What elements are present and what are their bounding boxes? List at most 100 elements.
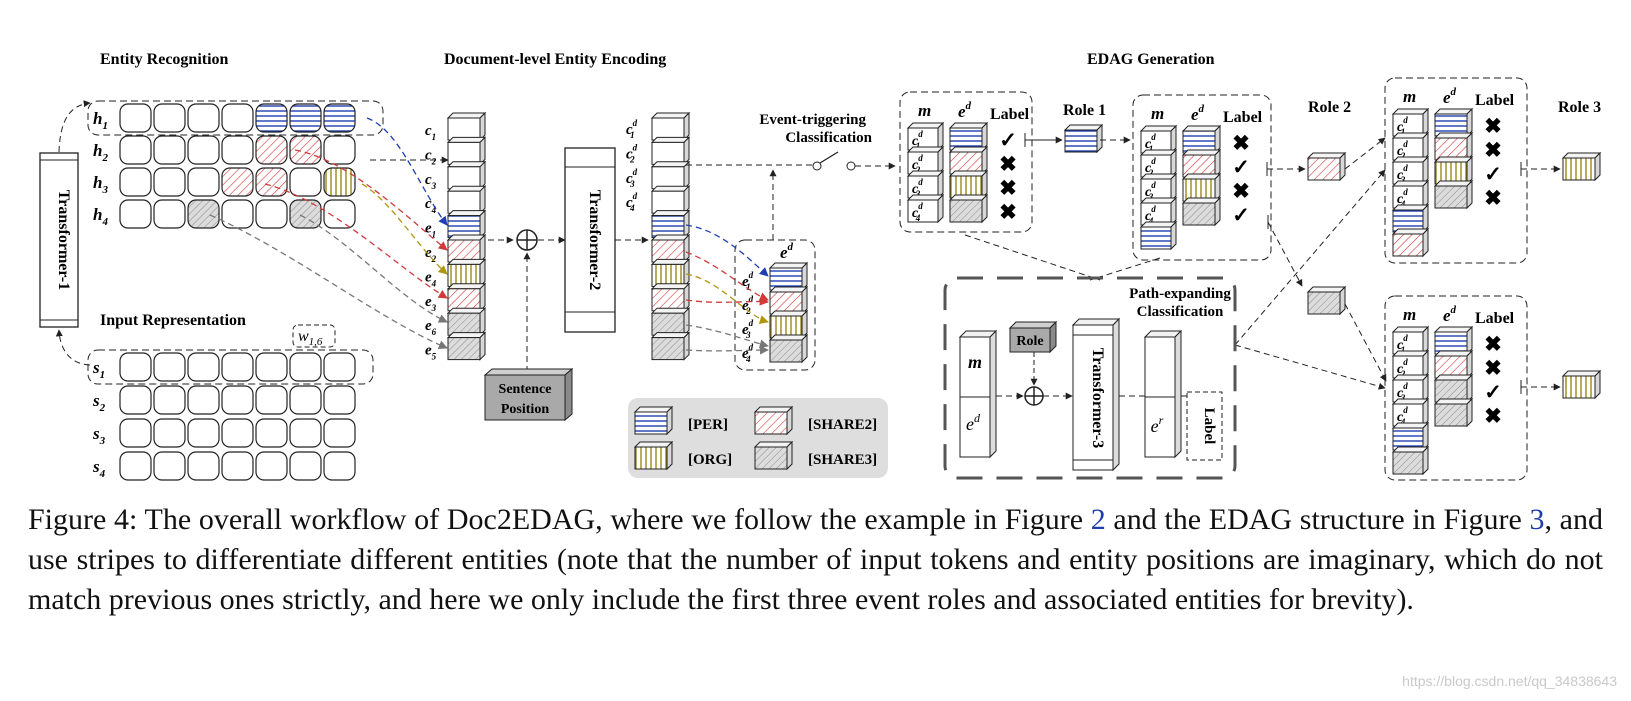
h-token-cell <box>323 103 356 133</box>
s-token-cell <box>323 451 356 481</box>
c-label-1: c1 <box>425 123 436 142</box>
h-token-cell <box>119 103 152 133</box>
h-token-cell <box>153 167 186 197</box>
s-token-cell <box>289 451 322 481</box>
label-mark: ✖ <box>999 152 1017 176</box>
plus-operator-2-icon <box>1024 386 1044 406</box>
label-mark: ✖ <box>1484 332 1502 356</box>
h-token-cell <box>187 135 220 165</box>
label-mark: ✖ <box>1484 356 1502 380</box>
caption-text-3: , and use stripes to differentiate diffe… <box>28 503 1603 616</box>
figure-caption: Figure 4: The overall workflow of Doc2ED… <box>28 500 1603 620</box>
role2-entity-cube-a <box>1306 151 1347 182</box>
role-3-label: Role 3 <box>1558 99 1601 116</box>
label-mark: ✓ <box>999 128 1017 152</box>
role-1-label: Role 1 <box>1063 102 1106 119</box>
ce-cell <box>446 184 487 215</box>
entity-recognition-title: Entity Recognition <box>100 51 229 68</box>
ce-cell <box>446 136 487 166</box>
label-mark: ✓ <box>1484 162 1502 186</box>
role-entity-cubes <box>1063 123 1602 400</box>
role-embed-block: Role <box>1008 320 1058 354</box>
h-token-cell <box>255 199 288 229</box>
edag-generation-title: EDAG Generation <box>1087 51 1215 68</box>
s-token-cell <box>119 352 152 382</box>
s-token-cell <box>255 385 288 415</box>
label-mark: ✖ <box>1484 138 1502 162</box>
label-mark: ✖ <box>1484 404 1502 428</box>
transformer-3-label: Transformer-3 <box>1089 348 1106 448</box>
ce-cell <box>446 258 487 288</box>
ed-small-cell <box>768 261 809 292</box>
h-token-cell <box>323 199 356 229</box>
w16-frame <box>292 324 336 348</box>
legend-swatch-per <box>633 405 674 436</box>
caption-figure-3-link[interactable]: 3 <box>1529 503 1545 536</box>
s-token-cell <box>289 385 322 415</box>
m-cell <box>1139 196 1178 227</box>
s-token-cell <box>187 352 220 382</box>
workflow-diagram: Entity Recognition Document-level Entity… <box>39 51 1602 481</box>
legend-label-per: [PER] <box>688 417 728 433</box>
ce-cell <box>446 111 487 142</box>
m-cell <box>1391 155 1430 186</box>
legend-swatch-org <box>633 440 674 471</box>
m-cell <box>1391 107 1430 138</box>
switch-icon <box>812 151 856 171</box>
s-label-2: s2 <box>92 391 106 414</box>
label-mark: ✓ <box>1232 155 1250 179</box>
h-label-1: h1 <box>93 109 108 132</box>
cd-cell <box>650 209 691 239</box>
ed-small-cell <box>768 285 809 316</box>
e-label: e5 <box>425 343 437 362</box>
h-token-cell <box>187 199 220 229</box>
h1-dashed-frame <box>87 100 384 136</box>
m-ed-stack: m ed <box>958 329 998 459</box>
s1-to-transformer1-arrow <box>55 329 91 366</box>
ed-mapping-arrows <box>685 224 769 355</box>
s-token-cell <box>153 385 186 415</box>
transformer-3-block: Transformer-3 <box>1071 317 1121 472</box>
path-entity-cell <box>1391 445 1430 476</box>
s-token-cell <box>187 385 220 415</box>
m-cell <box>906 145 945 176</box>
label-mark: ✓ <box>1232 203 1250 227</box>
h-token-cell <box>187 167 220 197</box>
m-header: m <box>918 101 931 120</box>
m-cell <box>1139 124 1178 155</box>
s-token-cell <box>119 418 152 448</box>
h-token-cell <box>255 103 288 133</box>
h-label-2: h2 <box>93 141 108 164</box>
transformer-2-label: Transformer-2 <box>586 190 603 290</box>
label-mark: ✖ <box>1232 131 1250 155</box>
ed-cell <box>1433 397 1474 428</box>
transformer1-to-h-arrow <box>58 100 91 153</box>
svg-text:m: m <box>968 352 982 372</box>
m-cell <box>1391 179 1430 210</box>
m-header: m <box>1403 305 1416 324</box>
h-token-cell <box>187 103 220 133</box>
e-label: e2 <box>425 245 437 264</box>
ce-cell <box>446 282 487 313</box>
s-token-cell <box>323 385 356 415</box>
ed-group-frame <box>734 239 816 371</box>
caption-figure-2-link[interactable]: 2 <box>1090 503 1106 536</box>
m-cell <box>1391 325 1430 356</box>
ed-cell <box>1433 325 1474 356</box>
s-label-3: s3 <box>92 424 106 447</box>
h-token-cell <box>221 167 254 197</box>
s-token-cell <box>221 352 254 382</box>
